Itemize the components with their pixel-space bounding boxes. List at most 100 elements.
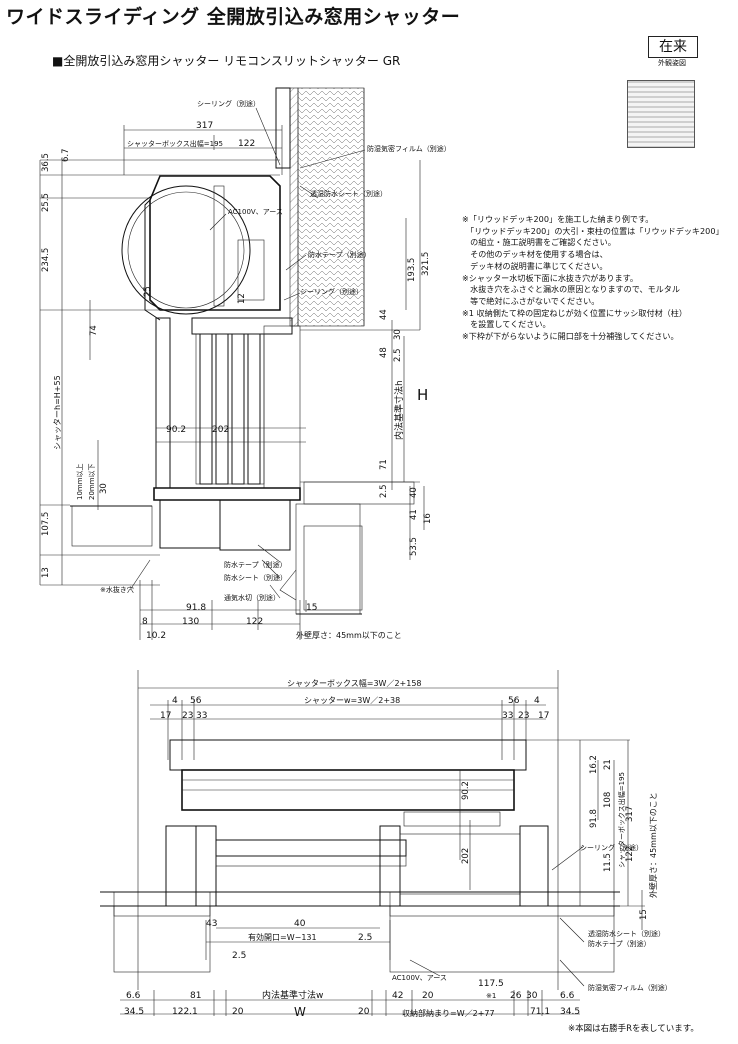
label-tape: 防水テープ（別途） (308, 250, 371, 259)
dim: 20 (232, 1007, 244, 1017)
dim: 41 (409, 509, 419, 520)
dim: 2.5 (232, 951, 246, 961)
label-sealing: シーリング（別途） (580, 843, 643, 852)
dim: 34.5 (124, 1007, 144, 1017)
dim: 56 (508, 696, 520, 706)
dim: 91.8 (589, 809, 599, 828)
label-vent: 通気水切（別途） (224, 593, 280, 602)
section-title: ■全開放引込み窓用シャッター リモコンスリットシャッター GR (52, 54, 401, 68)
dim: 21 (603, 759, 613, 770)
dim: 48 (379, 347, 389, 358)
label-H: H (417, 386, 428, 404)
dim: 12 (237, 293, 247, 304)
label-W: W (294, 1005, 306, 1019)
note-line: その他のデッキ材を使用する場合は、 (462, 249, 608, 260)
note-line: ※「リウッドデッキ200」を施工した納まり例です。 (462, 214, 654, 224)
dim: 44 (379, 309, 389, 320)
dim: 71 (379, 459, 389, 470)
dim: 107.5 (41, 512, 51, 536)
dim: 33 (502, 711, 513, 721)
dim: 25.5 (41, 193, 51, 212)
dim: 8 (142, 617, 148, 627)
dim: 30 (99, 483, 109, 494)
notes-block: ※「リウッドデッキ200」を施工した納まり例です。 「リウッドデッキ200」の大… (462, 214, 734, 343)
dim: 25 (143, 286, 153, 297)
dim: 2.5 (358, 933, 372, 943)
dim: 4 (534, 696, 540, 706)
dim: 2.5 (379, 484, 389, 498)
type-badge: 在来 (648, 36, 698, 58)
label-box-depth: シャッターボックス出幅=195 (617, 772, 626, 868)
note-line: を設置してください。 (462, 319, 551, 330)
dim: 10.2 (146, 631, 166, 641)
label-storage: 収納部納まり=W／2+77 (402, 1008, 495, 1018)
label-shutter-w: シャッターw=3W／2+38 (304, 696, 400, 705)
label-opening: 有効開口=W−131 (248, 932, 317, 942)
plan-view: シャッターボックス幅=3W／2+158 シャッターw=3W／2+38 シャッター… (100, 670, 672, 1019)
dim: 36.5 (41, 153, 51, 172)
dim: 17 (160, 711, 171, 721)
note-line: の組立・施工説明書をご確認ください。 (462, 237, 616, 248)
label-sheet: 透湿防水シート（別途） (310, 189, 387, 198)
dim: 6.7 (61, 148, 71, 162)
dim: 4 (172, 696, 178, 706)
label-box-depth: シャッターボックス出幅=195 (127, 139, 223, 148)
label-ac: AC100V、アース (392, 974, 447, 982)
dim: 6.6 (126, 991, 141, 1001)
dim: 53.5 (409, 537, 419, 556)
dim: 43 (206, 919, 217, 929)
label-sheet-b: 防水シート（別途） (224, 573, 287, 582)
label-sealing2: シーリング（別途） (300, 287, 363, 296)
dim: 321.5 (421, 252, 431, 276)
dim: 122.1 (172, 1007, 198, 1017)
dim: 26 (510, 991, 522, 1001)
label-shutter-h: シャッターh=H+55 (53, 375, 62, 450)
dim: 20 (422, 991, 434, 1001)
label-tape: 防水テープ（別途） (588, 939, 651, 948)
label-sealing: シーリング（別途） (197, 99, 260, 108)
dim: 108 (603, 792, 613, 808)
footer-note: ※本図は右勝手Rを表しています。 (568, 1024, 699, 1034)
dim: 193.5 (407, 258, 417, 282)
label-film: 防湿気密フィルム（別途） (367, 144, 451, 153)
dim: 90.2 (166, 425, 186, 435)
shutter-thumbnail-image (627, 80, 695, 148)
dim: 34.5 (560, 1007, 580, 1017)
dim: 40 (294, 919, 306, 929)
dim: 13 (41, 567, 51, 578)
label-sheet: 透湿防水シート（別途） (588, 929, 665, 938)
note-line: 等で絶対にふさがないでください。 (462, 295, 600, 306)
label-inner-w: 内法基準寸法w (262, 989, 323, 1001)
note-line: ※シャッター水切板下面に水抜き穴があります。 (462, 272, 638, 283)
dim: 42 (392, 991, 403, 1001)
label-ac: AC100V、アース (228, 208, 283, 216)
note-line: ※下枠が下がらないように開口部を十分補強してください。 (462, 331, 679, 342)
page-title: ワイドスライディング 全開放引込み窓用シャッター (6, 6, 461, 28)
dim: 16.2 (589, 755, 599, 774)
dim: 81 (190, 991, 201, 1001)
dim: 202 (212, 425, 229, 435)
dim: 40 (409, 487, 419, 498)
dim: 74 (89, 325, 99, 336)
dim: 33 (196, 711, 207, 721)
label-star1: ※1 (486, 992, 496, 1000)
label-20mm: 20mm以下 (88, 463, 96, 500)
dim: 122 (238, 139, 255, 149)
label-wall: 外壁厚さ：45mm以下のこと (648, 792, 658, 898)
dim: 122 (625, 846, 635, 862)
dim: 122 (246, 617, 263, 627)
note-line: 「リウッドデッキ200」の大引・束柱の位置は「リウッドデッキ200」 (462, 225, 724, 236)
label-box-w: シャッターボックス幅=3W／2+158 (287, 678, 422, 688)
note-line: ※1 収納側たて枠の固定ねじが効く位置にサッシ取付材（柱） (462, 307, 687, 318)
badge-caption: 外観姿図 (658, 59, 686, 67)
dim: 6.6 (560, 991, 575, 1001)
section-view: シーリング（別途） 防湿気密フィルム（別途） 透湿防水シート（別途） AC100… (39, 87, 451, 641)
note-line: 水抜き穴をふさぐと漏水の原因となりますので、モルタル (462, 284, 680, 295)
dim: 91.8 (186, 603, 206, 613)
dim: 30 (393, 329, 403, 340)
label-10mm: 10mm以上 (75, 463, 84, 500)
label-inner-h: 内法基準寸法h (393, 380, 405, 440)
dim: 23 (518, 711, 529, 721)
dim: 202 (461, 848, 471, 864)
